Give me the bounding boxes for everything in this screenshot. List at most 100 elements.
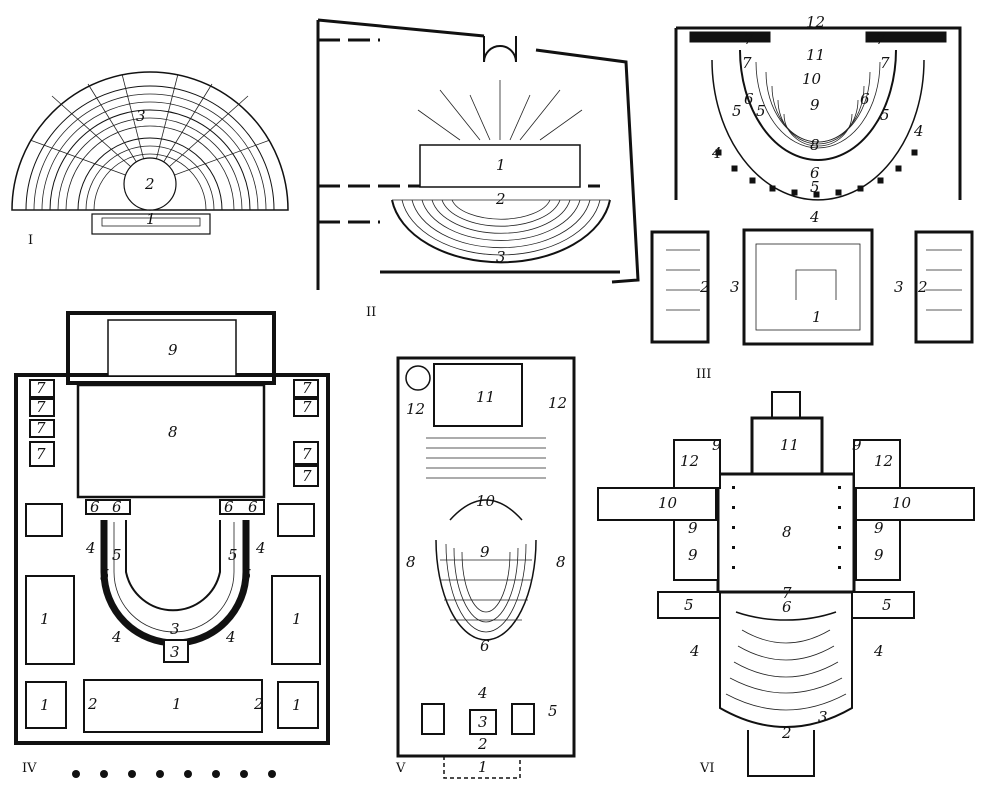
- plan-III-label-3b: 3: [894, 278, 904, 296]
- plan-VI-label-9a: 9: [712, 436, 722, 454]
- plan-III-label-5c: 5: [810, 178, 820, 196]
- plan-IV-label-5c: 5: [228, 546, 238, 564]
- plan-III-label-1: 1: [812, 308, 822, 326]
- plan-V: 11 12 12 10 9 8 8 6 4 5 3 2 1 V: [395, 356, 576, 779]
- plan-V-label-10: 10: [476, 492, 496, 510]
- plan-IV-label-7h: 7: [302, 467, 312, 485]
- plan-VI-label-8: 8: [782, 523, 792, 541]
- plan-VI-label-11: 11: [780, 436, 799, 454]
- plan-IV-label-7c: 7: [36, 419, 46, 437]
- plan-I-label-2: 2: [144, 175, 155, 193]
- plan-IV-label-2a: 2: [87, 695, 98, 713]
- plan-V-label-8b: 8: [556, 553, 566, 571]
- plan-IV-label-6d: 6: [248, 498, 258, 516]
- plan-I-caption: I: [28, 233, 33, 248]
- plan-V-label-11: 11: [476, 388, 495, 406]
- plan-VI-label-9f: 9: [874, 546, 884, 564]
- plan-V-label-1: 1: [478, 758, 488, 776]
- plan-V-label-2: 2: [477, 735, 488, 753]
- plan-IV-label-3a: 3: [170, 620, 180, 638]
- plan-VI-label-10a: 10: [658, 494, 678, 512]
- plan-III-label-6c: 6: [810, 164, 820, 182]
- plan-III-label-12: 12: [806, 13, 825, 31]
- plan-III-label-5d: 5: [756, 102, 766, 120]
- plan-II-label-3: 3: [496, 248, 506, 266]
- plan-IV-label-1e: 1: [292, 696, 302, 714]
- plan-I-label-3: 3: [136, 107, 146, 125]
- plan-VI-label-12a: 12: [680, 452, 699, 470]
- plan-IV-caption: IV: [22, 761, 37, 776]
- plan-II-label-1: 1: [496, 156, 506, 174]
- plan-V-label-5: 5: [548, 702, 558, 720]
- plan-II: 1 2 3 II: [316, 18, 640, 320]
- plan-III-label-9: 9: [810, 96, 820, 114]
- plan-IV-label-7d: 7: [36, 445, 46, 463]
- plan-V-label-4: 4: [477, 684, 488, 702]
- plan-V-label-8a: 8: [406, 553, 416, 571]
- plan-IV-label-6b: 6: [112, 498, 122, 516]
- plan-IV-label-4b: 4: [255, 539, 266, 557]
- plan-III-label-6a: 6: [744, 90, 754, 108]
- plan-III-label-7d: 7: [880, 54, 890, 72]
- plan-III-label-2b: 2: [917, 278, 928, 296]
- plan-IV-label-1a: 1: [172, 695, 182, 713]
- plan-V-label-12a: 12: [406, 400, 425, 418]
- plan-IV-label-6a: 6: [90, 498, 100, 516]
- plan-IV-label-7g: 7: [302, 445, 312, 463]
- plan-VI-label-3: 3: [818, 708, 828, 726]
- plan-IV-label-7a: 7: [36, 379, 46, 397]
- plan-II-caption: II: [366, 305, 376, 320]
- plan-VI-label-9c: 9: [688, 519, 698, 537]
- plan-VI-caption: VI: [699, 761, 715, 776]
- plan-VI-label-5a: 5: [684, 596, 694, 614]
- plan-IV-label-4c: 4: [111, 628, 122, 646]
- plan-III-label-7c: 7: [742, 54, 752, 72]
- plan-IV-label-4d: 4: [225, 628, 236, 646]
- plan-III-label-4a: 4: [711, 144, 722, 162]
- plan-III-label-5a: 5: [732, 102, 742, 120]
- plan-III-label-11: 11: [806, 46, 825, 64]
- plan-VI-label-6: 6: [782, 598, 792, 616]
- plan-V-label-9: 9: [480, 543, 490, 561]
- plan-I: 2 1 3 I: [11, 71, 289, 248]
- plan-III-label-10: 10: [802, 70, 822, 88]
- plan-IV-label-6c: 6: [224, 498, 234, 516]
- plan-V-label-6: 6: [480, 637, 490, 655]
- plan-IV-label-5b: 5: [100, 566, 110, 584]
- plan-VI-label-12b: 12: [874, 452, 893, 470]
- plan-VI-label-4b: 4: [873, 642, 884, 660]
- plan-VI-label-9b: 9: [852, 436, 862, 454]
- plan-I-label-1: 1: [146, 210, 156, 228]
- plan-II-label-2: 2: [495, 190, 506, 208]
- plan-IV-label-1c: 1: [292, 610, 302, 628]
- plan-III-label-4b: 4: [913, 122, 924, 140]
- plan-V-caption: V: [395, 761, 406, 776]
- plan-IV-label-1b: 1: [40, 610, 50, 628]
- plan-IV-label-7b: 7: [36, 398, 46, 416]
- plan-III-label-8: 8: [810, 136, 820, 154]
- plan-VI-label-9d: 9: [874, 519, 884, 537]
- plan-VI-label-5b: 5: [882, 596, 892, 614]
- plan-VI-label-9e: 9: [688, 546, 698, 564]
- plan-III-label-7a: 7: [744, 30, 754, 48]
- plan-IV-label-5d: 5: [242, 566, 252, 584]
- plan-IV-label-5a: 5: [112, 546, 122, 564]
- plan-IV-label-9: 9: [168, 341, 178, 359]
- plan-III-label-4c: 4: [809, 208, 820, 226]
- plan-VI-label-7: 7: [782, 584, 792, 602]
- plan-III: 12 11 10 9 8 7 7 7 7 6 6 5 5 5 6 5 4 4 4…: [650, 13, 974, 382]
- plan-VI-label-10b: 10: [892, 494, 912, 512]
- plan-IV-label-8: 8: [168, 423, 178, 441]
- plan-IV-label-2b: 2: [253, 695, 264, 713]
- plan-III-label-7b: 7: [876, 30, 886, 48]
- plan-IV-label-3b: 3: [170, 643, 180, 661]
- plan-III-label-5b: 5: [880, 106, 890, 124]
- plan-III-caption: III: [696, 367, 711, 382]
- plan-IV-label-7e: 7: [302, 379, 312, 397]
- plan-IV: 9 8 7 7 7 7 7 7 7 7 6 6 6 6 5 5 5 5 4 4 …: [14, 311, 330, 778]
- plan-V-label-3: 3: [478, 713, 488, 731]
- plan-IV-label-7f: 7: [302, 398, 312, 416]
- plan-V-label-12b: 12: [548, 394, 567, 412]
- plan-III-label-3a: 3: [730, 278, 740, 296]
